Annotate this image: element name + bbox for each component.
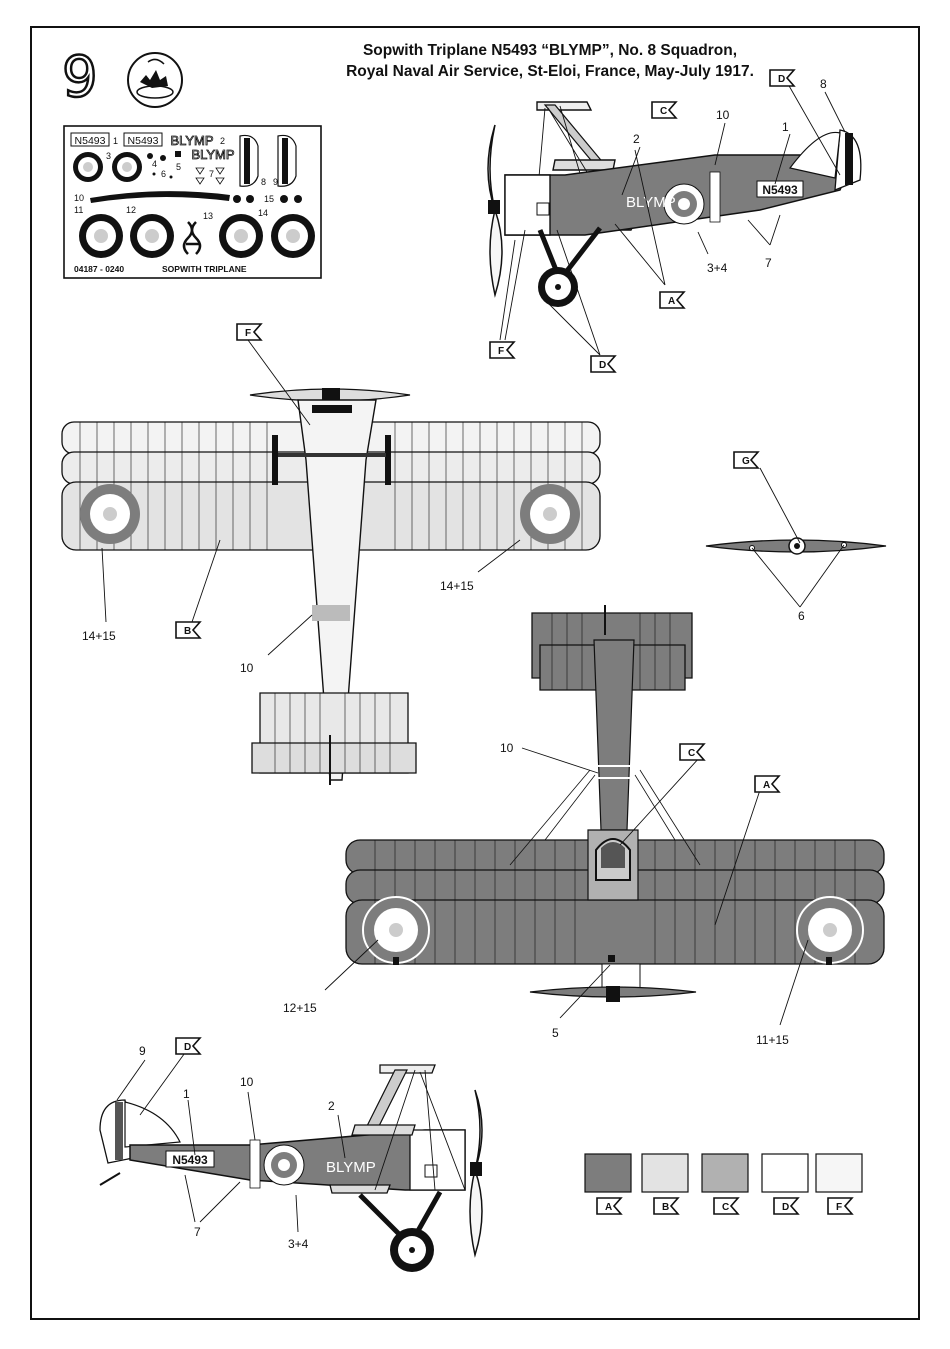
decal-num-7: 7 — [209, 169, 214, 179]
prop-callout-6: 6 — [798, 609, 805, 623]
bottom-callout-5: 5 — [552, 1026, 559, 1040]
title-line-1: Sopwith Triplane N5493 “BLYMP”, No. 8 Sq… — [362, 42, 738, 59]
side-top-tag-d2: D — [599, 360, 606, 371]
side-top-tag-d1: D — [778, 74, 785, 85]
legend-tag-c: C — [722, 1202, 729, 1213]
decal-name-2: BLYMP — [191, 147, 234, 162]
propeller-view: G 6 — [705, 451, 887, 623]
legend-tag-f: F — [836, 1202, 842, 1213]
prop-tag-g: G — [742, 456, 750, 467]
bottom-callout-10: 10 — [500, 741, 514, 755]
legend-tag-d: D — [782, 1202, 789, 1213]
side-view-bottom: BLYMP N5493 9 1 10 2 7 3+4 D — [99, 1037, 483, 1272]
decal-num-6: 6 — [161, 169, 166, 179]
decal-num-9: 9 — [273, 177, 278, 187]
bottom-tag-c: C — [688, 748, 695, 759]
color-legend: A B C D F — [584, 1153, 863, 1215]
side-bottom-callout-7: 7 — [194, 1225, 201, 1239]
decal-num-3: 3 — [106, 151, 111, 161]
bottom-callout-11-15: 11+15 — [756, 1033, 789, 1047]
title-line-2: Royal Naval Air Service, St-Eloi, France… — [346, 63, 754, 80]
side-top-callout-3-4: 3+4 — [707, 261, 728, 275]
legend-tag-b: B — [662, 1202, 669, 1213]
decal-serial-1: N5493 — [75, 135, 106, 147]
decal-product-name: SOPWITH TRIPLANE — [162, 264, 247, 274]
step-number: 9 — [61, 45, 99, 110]
side-bottom-callout-9: 9 — [139, 1044, 146, 1058]
top-callout-10: 10 — [240, 661, 254, 675]
decal-num-14: 14 — [258, 208, 268, 218]
bottom-callout-12-15: 12+15 — [283, 1001, 317, 1015]
side-bottom-callout-2: 2 — [328, 1099, 335, 1113]
legend-swatch-c — [701, 1153, 749, 1193]
decal-product-code: 04187 - 0240 — [74, 264, 124, 274]
side-top-callout-1: 1 — [782, 120, 789, 134]
top-view: 14+15 14+15 10 F B — [61, 323, 601, 785]
legend-swatch-a — [584, 1153, 632, 1193]
legend-swatch-b — [641, 1153, 689, 1193]
side-bottom-callout-10: 10 — [240, 1075, 254, 1089]
side-bottom-name: BLYMP — [326, 1159, 376, 1176]
top-callout-14-15-left: 14+15 — [82, 629, 116, 643]
side-bottom-callout-1: 1 — [183, 1087, 190, 1101]
decal-num-12: 12 — [126, 205, 136, 215]
side-view-top: BLYMP N5493 8 1 10 2 3+4 7 D C A F D — [487, 69, 862, 373]
decal-num-1: 1 — [113, 136, 118, 146]
decal-num-10: 10 — [74, 193, 84, 203]
decal-name-1: BLYMP — [170, 133, 213, 148]
top-callout-14-15-right: 14+15 — [440, 579, 474, 593]
side-top-callout-10: 10 — [716, 108, 730, 122]
top-tag-b: B — [184, 626, 191, 637]
legend-swatch-f — [815, 1153, 863, 1193]
side-bottom-serial: N5493 — [172, 1153, 208, 1167]
side-top-tag-c: C — [660, 106, 667, 117]
decal-num-2: 2 — [220, 136, 225, 146]
decal-num-15: 15 — [264, 194, 274, 204]
decal-num-11: 11 — [74, 205, 83, 215]
side-top-callout-7: 7 — [765, 256, 772, 270]
bottom-tag-a: A — [763, 780, 770, 791]
side-top-callout-8: 8 — [820, 77, 827, 91]
side-bottom-callout-3-4: 3+4 — [288, 1237, 309, 1251]
decal-num-8: 8 — [261, 177, 266, 187]
decal-serial-2: N5493 — [128, 135, 159, 147]
side-top-tag-f: F — [498, 346, 504, 357]
decal-sheet: N5493 1 N5493 BLYMP 2 BLYMP 3 4 5 6 7 8 … — [63, 125, 322, 279]
side-bottom-tag-d: D — [184, 1042, 191, 1053]
top-tag-f: F — [245, 328, 251, 339]
legend-swatch-d — [761, 1153, 809, 1193]
side-top-tag-a: A — [668, 296, 675, 307]
legend-tag-a: A — [605, 1202, 612, 1213]
decal-num-13: 13 — [203, 211, 213, 221]
page-title: Sopwith Triplane N5493 “BLYMP”, No. 8 Sq… — [300, 40, 800, 82]
decal-num-4: 4 — [152, 159, 157, 169]
side-top-callout-2: 2 — [633, 132, 640, 146]
decal-water-icon — [127, 52, 183, 108]
decal-num-5: 5 — [176, 162, 181, 172]
bottom-view: 10 12+15 5 11+15 C A — [283, 605, 885, 1047]
side-top-serial: N5493 — [762, 183, 798, 197]
side-top-name: BLYMP — [626, 194, 676, 211]
